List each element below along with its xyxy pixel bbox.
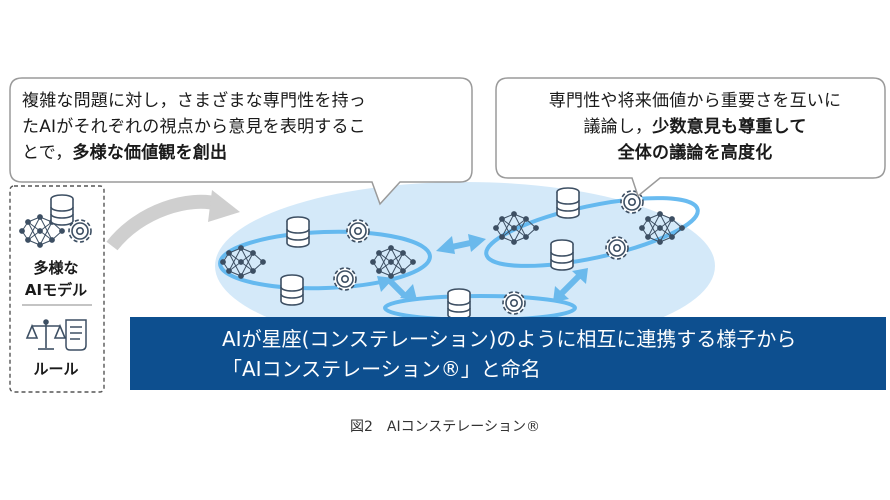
bubble-right-line: 専門性や将来価値から重要さを互いに: [548, 91, 842, 111]
arrow-left-diagonal: [377, 276, 417, 300]
ai-models-label: 多様な AIモデル: [14, 257, 98, 301]
bubble-left-emphasis: 多様な価値観を創出: [72, 143, 228, 163]
database-icon: [550, 239, 574, 271]
bubble-right-text: 専門性や将来価値から重要さを互いに 議論し，少数意見も尊重して 全体の議論を高度…: [505, 88, 885, 166]
bubble-left-line: とで，多様な価値観を創出: [22, 140, 472, 166]
connection-arrows: [377, 234, 588, 302]
database-icon: [50, 194, 74, 226]
flow-arrow: [106, 194, 220, 251]
ai-models-label-line1: 多様な: [33, 259, 79, 277]
database-icon: [286, 216, 310, 248]
bubble-left-text: 複雑な問題に対し，さまざまな専門性を持っ たAIがそれぞれの視点から意見を表明す…: [22, 88, 472, 166]
database-icon: [280, 274, 304, 306]
gear-icon: [605, 236, 629, 260]
ai-models-label-line2: AIモデル: [24, 281, 88, 299]
bubble-right-line2-prefix: 議論し，: [583, 117, 653, 137]
orbit-left: [218, 229, 432, 291]
gear-icon: [502, 291, 526, 315]
background-cloud: [215, 182, 715, 350]
orbit-right: [484, 196, 700, 268]
bubble-right-line: 全体の議論を高度化: [505, 140, 885, 166]
speech-bubble-left: [9, 77, 473, 206]
rules-label: ルール: [33, 360, 79, 378]
banner-line1: AIが星座(コンステレーション)のように相互に連携する様子から: [222, 327, 797, 351]
gear-icon: [333, 267, 357, 291]
bubble-right-emphasis: 少数意見も尊重して: [652, 117, 807, 137]
bubble-right-emphasis: 全体の議論を高度化: [617, 143, 773, 163]
arrow-horizontal: [436, 234, 486, 254]
figure-caption: 図2 AIコンステレーション®: [349, 419, 541, 435]
database-icon: [447, 288, 471, 320]
gear-icon: [68, 219, 92, 243]
arrow-right-diagonal: [553, 268, 588, 302]
bubble-left-line3-prefix: とで，: [22, 143, 73, 163]
bubble-right-line: 議論し，少数意見も尊重して: [505, 114, 885, 140]
naming-banner: AIが星座(コンステレーション)のように相互に連携する様子から 「AIコンステレ…: [130, 317, 886, 390]
database-icon: [556, 187, 580, 219]
scales-icon: [25, 319, 67, 350]
bubble-left-line: 複雑な問題に対し，さまざまな専門性を持っ: [22, 91, 366, 111]
gear-icon: [346, 219, 370, 243]
scroll-icon: [65, 319, 87, 351]
bubble-left-line: たAIがそれぞれの視点から意見を表明するこ: [22, 117, 366, 137]
flow-arrowhead: [208, 190, 240, 222]
speech-bubble-right: [495, 77, 886, 198]
banner-line2: 「AIコンステレーション®」と命名: [222, 357, 541, 381]
